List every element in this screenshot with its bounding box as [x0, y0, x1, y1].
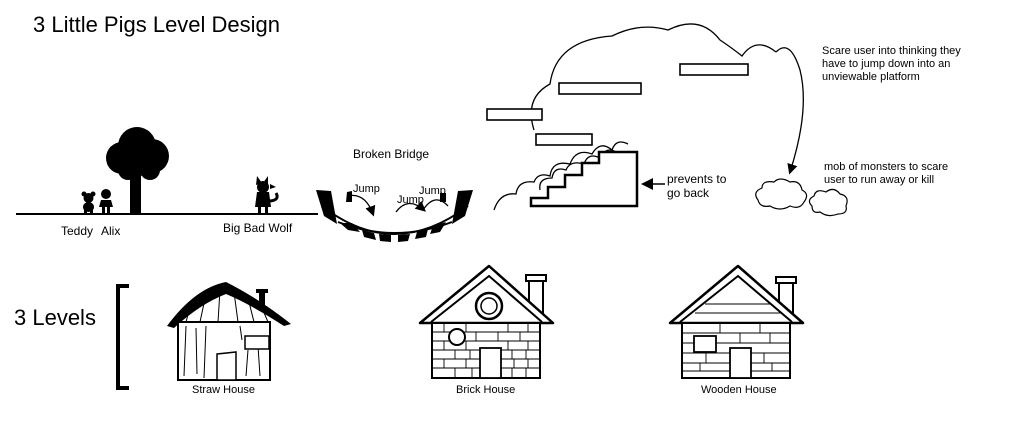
jump-label-3: Jump	[419, 185, 446, 197]
wolf-icon	[255, 176, 279, 214]
wooden-house-icon	[668, 264, 805, 379]
wolf-label: Big Bad Wolf	[223, 221, 293, 235]
stairs-icon	[529, 150, 639, 208]
levels-label: 3 Levels	[14, 305, 96, 330]
bridge-title: Broken Bridge	[353, 147, 430, 161]
scare-note: Scare user into thinking they have to ju…	[822, 45, 961, 83]
prevents-note: prevents to go back	[667, 172, 727, 200]
tree-icon	[106, 127, 169, 214]
levels-bracket	[116, 284, 129, 390]
jump-label-2: Jump	[397, 194, 424, 206]
straw-house-icon	[167, 282, 291, 381]
jump-label-1: Jump	[353, 183, 380, 195]
brick-house-label: Brick House	[456, 384, 516, 396]
broken-bridge-icon	[316, 190, 473, 242]
mob-note: mob of monsters to scare user to run awa…	[824, 161, 949, 186]
alix-label: Alix	[101, 224, 121, 238]
straw-house-label: Straw House	[192, 384, 255, 396]
floating-platforms	[486, 63, 749, 146]
page-title: 3 Little Pigs Level Design	[33, 12, 281, 37]
wooden-house-label: Wooden House	[701, 384, 777, 396]
alix-icon	[99, 189, 113, 214]
scare-arrow	[775, 47, 804, 175]
teddy-label: Teddy	[61, 224, 94, 238]
mob-clouds-icon	[755, 178, 848, 217]
brick-house-icon	[418, 264, 555, 379]
teddy-icon	[81, 191, 96, 214]
